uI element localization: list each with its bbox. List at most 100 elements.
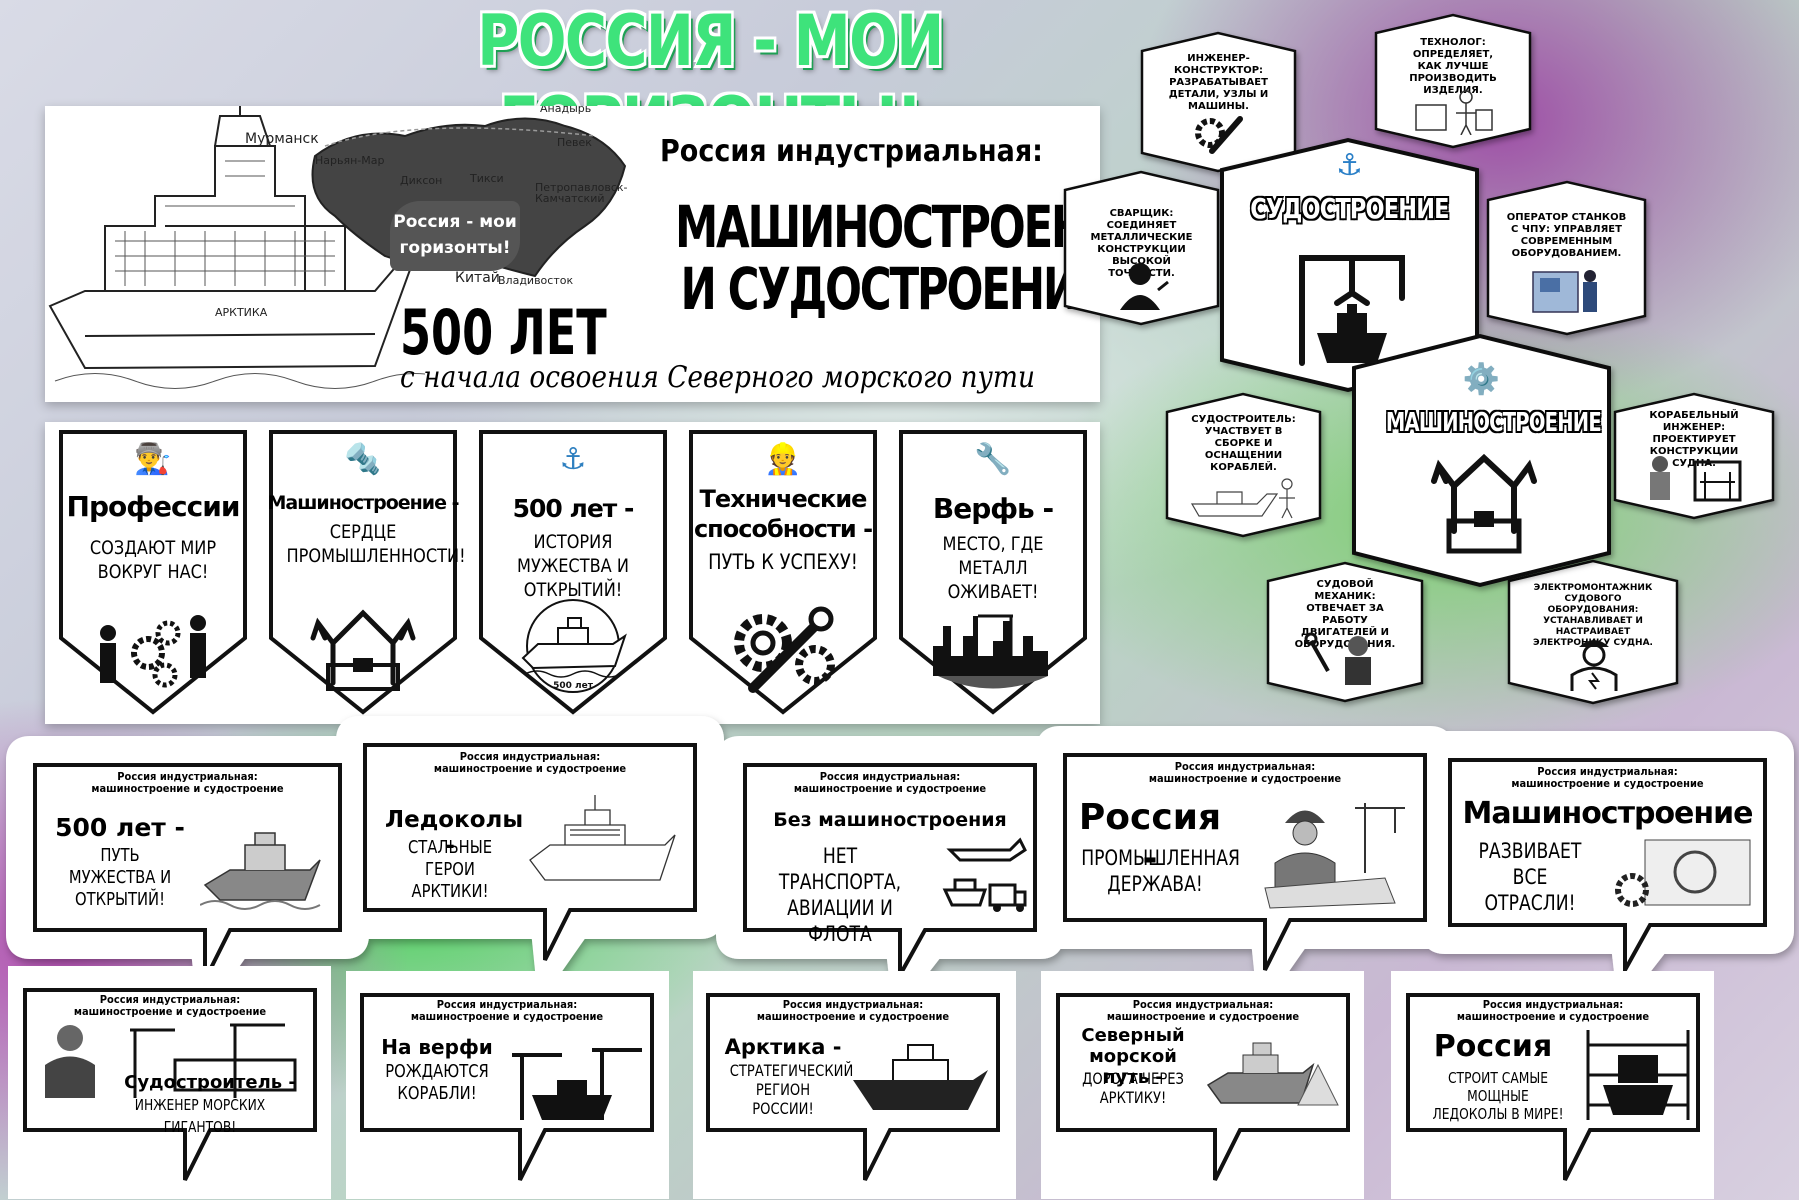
bubble-text: ИНЖЕНЕР МОРСКИХ ГИГАНТОВ!	[134, 1096, 266, 1136]
pennant-text: ПУТЬ К УСПЕХУ!	[708, 550, 858, 574]
bubble-tag: Россия индустриальная:	[436, 998, 578, 1011]
anchor-blue-icon: ⚓	[1336, 148, 1363, 183]
pennant-text: МЕСТО, ГДЕ МЕТАЛЛ ОЖИВАЕТ!	[942, 533, 1044, 603]
hex-text: ТЕХНОЛОГ: ОПРЕДЕЛЯЕТ, КАК ЛУЧШЕ ПРОИЗВОД…	[1409, 37, 1497, 96]
bubble-without-machinebuilding: Россия индустриальная: машиностроение и …	[745, 765, 1035, 946]
hex-text: ИНЖЕНЕР-КОНСТРУКТОР: РАЗРАБАТЫВАЕТ ДЕТАЛ…	[1168, 53, 1269, 112]
bubble-heading: Ледоколы -	[385, 807, 524, 859]
mechanic-emoji-icon: 👷	[764, 442, 802, 477]
pennant-heading: 500 лет -	[512, 494, 635, 523]
bubble-heading: Россия -	[1078, 797, 1222, 879]
hex-electrician-content: ЭЛЕКТРОМОНТАЖНИК СУДОВОГО ОБОРУДОВАНИЯ: …	[1509, 561, 1677, 703]
bubble-tag-2: машиностроение и судостроение	[1106, 1010, 1300, 1023]
pennant-strip: 👨‍🏭 Профессии СОЗДАЮТ МИР ВОКРУГ НАС! 🔩 …	[45, 422, 1100, 724]
ship-engineer-icon	[1650, 456, 1742, 502]
mechanic-icon	[1304, 632, 1371, 685]
map-badge: Россия - мои горизонты!	[390, 201, 520, 271]
bubble-industrial-power: Россия индустриальная: машиностроение и …	[1065, 755, 1425, 920]
bubble-text: ПРОМЫШЛЕННАЯ ДЕРЖАВА!	[1081, 846, 1241, 896]
robot-arm-icon	[310, 609, 416, 691]
city-dikson: Диксон	[400, 174, 443, 187]
hex-shipbuilding-content: ⚓ СУДОСТРОЕНИЕ	[1222, 140, 1477, 390]
bubble-500-years: Россия индустриальная: машиностроение и …	[35, 765, 340, 930]
icebreaker-ice-icon	[1206, 1042, 1339, 1106]
pennant-text: СОЗДАЮТ МИР ВОКРУГ НАС!	[89, 537, 217, 583]
bubble-tag-2: машиностроение и судостроение	[73, 1005, 267, 1018]
pennant-professions: 👨‍🏭 Профессии СОЗДАЮТ МИР ВОКРУГ НАС!	[53, 428, 253, 718]
seal-500-icon: 500 лет	[521, 599, 627, 693]
pennant-heading: Профессии	[66, 490, 241, 523]
cnc-operator-icon	[1532, 270, 1597, 313]
shipbuilder-scene-icon	[45, 1023, 297, 1098]
shipyard-skyline-icon	[933, 614, 1048, 689]
bubble-northern-route: Россия индустриальная: машиностроение и …	[1058, 995, 1348, 1130]
bubble-text: ДОРОГА ЧЕРЕЗ АРКТИКУ!	[1082, 1069, 1184, 1107]
bubble-tag-2: машиностроение и судостроение	[1148, 772, 1342, 785]
banner-caption: с начала освоения Северного морского пут…	[400, 360, 1035, 395]
bubble-text: НЕТ ТРАНСПОРТА, АВИАЦИИ И ФЛОТА	[778, 844, 902, 946]
bubble-tag: Россия индустриальная:	[1537, 765, 1678, 778]
hex-text: СУДОСТРОИТЕЛЬ: УЧАСТВУЕТ В СБОРКЕ И ОСНА…	[1191, 414, 1296, 473]
icebreaker-icon	[200, 832, 321, 910]
bubble-tag: Россия индустриальная:	[1174, 760, 1316, 773]
pennant-text: СЕРДЦЕ ПРОМЫШЛЕННОСТИ!	[286, 521, 466, 567]
city-anadyr: Анадырь	[540, 106, 592, 115]
bubble-heading: Машиностроение	[1462, 796, 1753, 831]
worker-emoji-icon: 👨‍🏭	[134, 442, 172, 477]
bubble-heading: Россия	[1433, 1029, 1553, 1064]
bubble-text: РАЗВИВАЕТ ВСЕ ОТРАСЛИ!	[1478, 839, 1582, 915]
engineer-blueprint-icon	[1264, 803, 1405, 909]
pennant-machinebuilding: 🔩 Машиностроение - СЕРДЦЕ ПРОМЫШЛЕННОСТИ…	[263, 428, 466, 718]
city-murmansk: Мурманск	[245, 131, 319, 147]
banner-headline: МАШИНОСТРОЕНИЕ И СУДОСТРОЕНИЕ	[675, 196, 1100, 320]
bubble-icebreakers: Россия индустриальная: машиностроение и …	[365, 745, 695, 910]
pennant-500-years: ⚓ 500 лет - ИСТОРИЯ МУЖЕСТВА И ОТКРЫТИЙ!…	[473, 428, 673, 718]
bubble-tag-2: машиностроение и судостроение	[91, 782, 284, 795]
hex-text: СУДОВОЙ МЕХАНИК: ОТВЕЧАЕТ ЗА РАБОТУ ДВИГ…	[1294, 579, 1396, 650]
icebreaker-sketch-icon	[529, 795, 676, 881]
bubble-tag: Россия индустриальная:	[782, 998, 924, 1011]
gear-wrench-icon	[734, 606, 835, 693]
bubble-tag-2: машиностроение и судостроение	[1511, 777, 1704, 790]
city-pevek: Певек	[557, 136, 592, 149]
pennant-shipyard: 🔧 Верфь - МЕСТО, ГДЕ МЕТАЛЛ ОЖИВАЕТ!	[893, 428, 1093, 718]
city-tiksi: Тикси	[470, 172, 504, 185]
anchor-icon: ⚓	[559, 442, 587, 477]
page-title: РОССИЯ - МОИ ГОРИЗОНТЫ!	[477, 0, 944, 164]
ship-name: АРКТИКА	[215, 306, 268, 319]
pennant-heading: Верфь -	[932, 492, 1054, 525]
transport-icons	[942, 837, 1027, 912]
bubble-tag: Россия индустриальная:	[459, 750, 601, 763]
ship-crane-icon	[1299, 255, 1405, 366]
bubble-heading: Арктика -	[724, 1035, 842, 1059]
hex-text: ОПЕРАТОР СТАНКОВ С ЧПУ: УПРАВЛЯЕТ СОВРЕМ…	[1506, 212, 1627, 259]
bubble-tag-2: машиностроение и судостроение	[1456, 1010, 1650, 1023]
pennant-heading: Машиностроение -	[267, 492, 459, 514]
main-banner: АРКТИКА Россия - мои горизонты! Мурманск…	[45, 106, 1100, 402]
bubble-develops-industries: Россия индустриальная: машиностроение и …	[1450, 760, 1765, 925]
hex-machinebuilding-content: ⚙️ МАШИНОСТРОЕНИЕ	[1354, 336, 1609, 585]
gear-blue-icon: ⚙️	[1462, 362, 1501, 397]
hex-ship-engineer-content: КОРАБЕЛЬНЫЙ ИНЖЕНЕР: ПРОЕКТИРУЕТ КОНСТРУ…	[1615, 394, 1773, 518]
hex-technologist-content: ТЕХНОЛОГ: ОПРЕДЕЛЯЕТ, КАК ЛУЧШЕ ПРОИЗВОД…	[1376, 15, 1530, 147]
technologist-drawing-icon	[1415, 90, 1493, 135]
hex-heading: МАШИНОСТРОЕНИЕ	[1385, 408, 1602, 438]
city-naryan-mar: Нарьян-Мар	[315, 154, 385, 167]
pennant-tech-skills: 👷 Технические способности - ПУТЬ К УСПЕХ…	[683, 428, 883, 718]
city-vladivostok: Владивосток	[498, 274, 574, 287]
bubble-heading: Судостроитель -	[124, 1072, 296, 1093]
bubble-arctic: Россия индустриальная: машиностроение и …	[708, 995, 998, 1130]
welder-icon	[1120, 263, 1169, 310]
bubble-shipbuilder: Россия индустриальная: машиностроение и …	[25, 990, 315, 1136]
bubble-shipyard: Россия индустриальная: машиностроение и …	[362, 995, 652, 1130]
bubble-text: ПУТЬ МУЖЕСТВА И ОТКРЫТИЙ!	[68, 845, 172, 910]
pennant-heading: Технические способности -	[693, 485, 873, 543]
bubble-tag-2: машиностроение и судостроение	[756, 1010, 950, 1023]
hex-shipbuilder-content: СУДОСТРОИТЕЛЬ: УЧАСТВУЕТ В СБОРКЕ И ОСНА…	[1167, 394, 1320, 536]
bubble-heading: Северный морской путь -	[1081, 1025, 1185, 1088]
bubble-tag: Россия индустриальная:	[1482, 998, 1624, 1011]
city-petropavlovsk: Петропавловск-Камчатский	[535, 181, 628, 205]
hex-marine-mechanic-content: СУДОВОЙ МЕХАНИК: ОТВЕЧАЕТ ЗА РАБОТУ ДВИГ…	[1268, 563, 1422, 701]
bubble-text: СТРАТЕГИЧЕСКИЙ РЕГИОН РОССИИ!	[729, 1061, 854, 1118]
headline-line-1: МАШИНОСТРОЕНИЕ	[675, 193, 1100, 261]
